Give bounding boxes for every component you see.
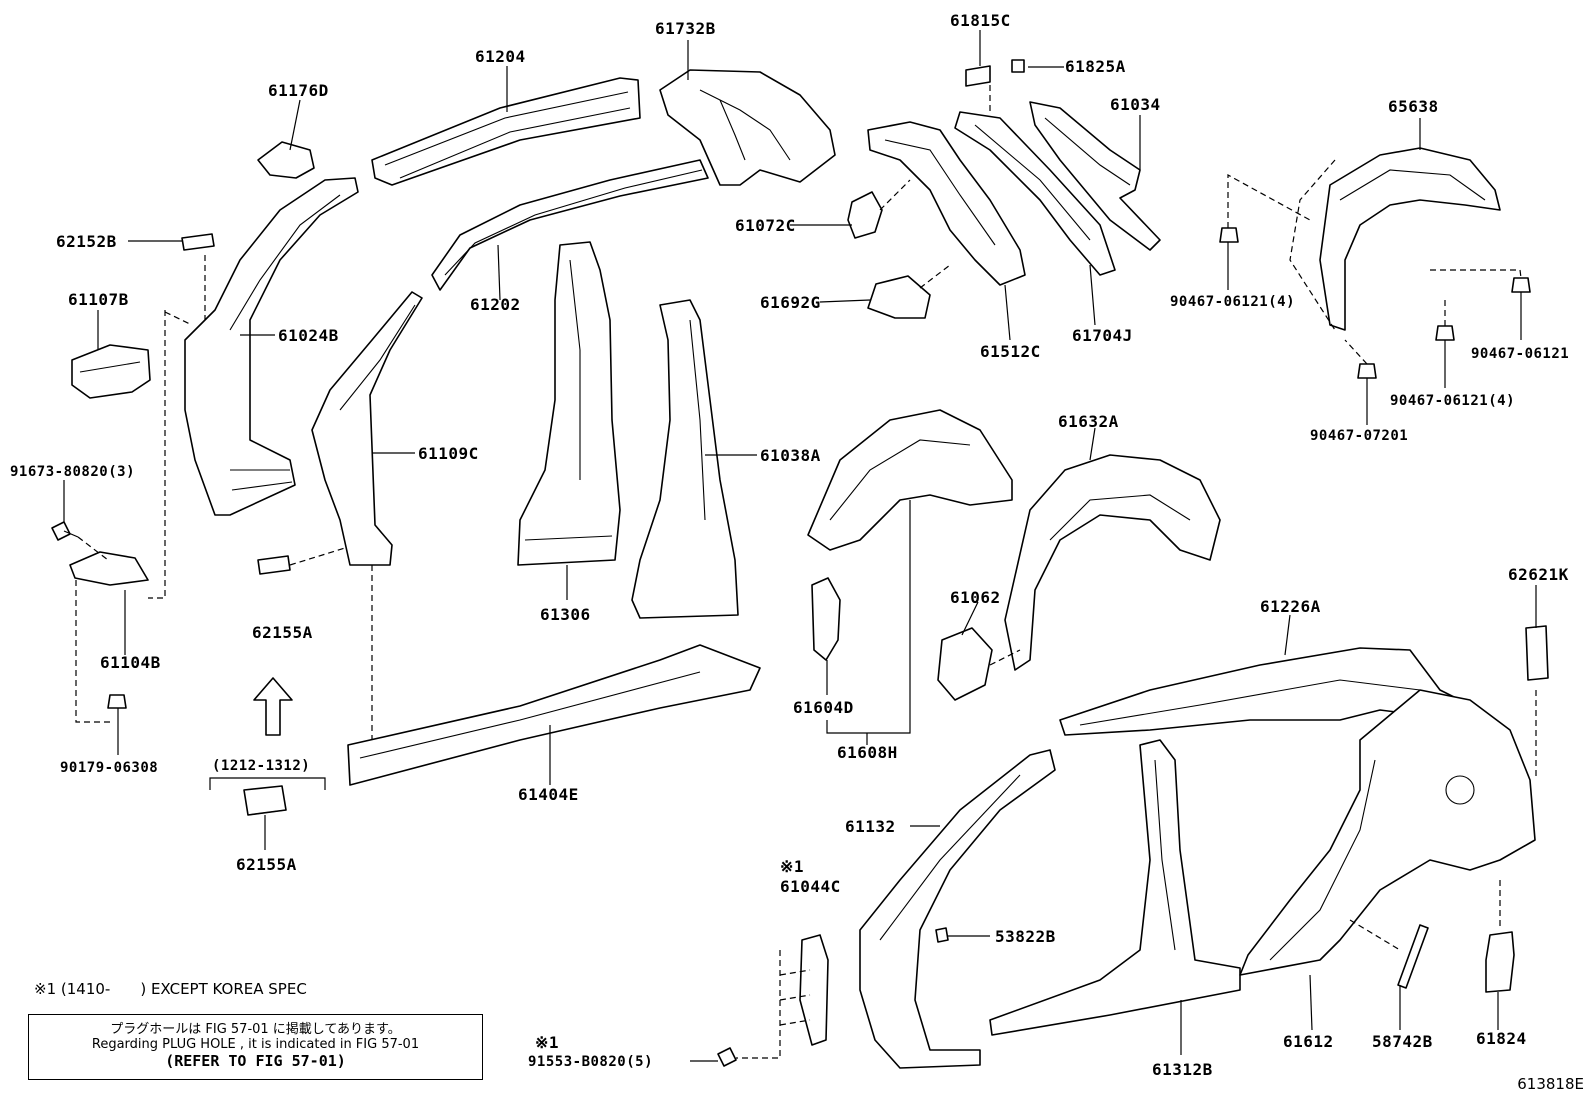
direction-arrow <box>253 677 293 736</box>
part-62621K <box>1525 625 1549 681</box>
label-61202: 61202 <box>470 295 521 314</box>
part-61632A <box>1004 454 1221 671</box>
label-61825A: 61825A <box>1065 57 1126 76</box>
label-61404E: 61404E <box>518 785 579 804</box>
label-61038A: 61038A <box>760 446 821 465</box>
label-61044C-mark: ※1 <box>780 857 804 876</box>
part-61825A <box>1011 59 1025 73</box>
clip-90467-06121-b <box>1511 277 1531 293</box>
part-61512C <box>867 121 1026 286</box>
plug-note-refer: (REFER TO FIG 57-01) <box>165 1052 346 1070</box>
label-61109C: 61109C <box>418 444 479 463</box>
part-61608H <box>807 409 1013 551</box>
part-61176D <box>257 141 315 179</box>
part-62155A-upper <box>257 555 291 575</box>
label-58742B: 58742B <box>1372 1032 1433 1051</box>
bolt-91553-B0820 <box>717 1047 737 1067</box>
part-61815C <box>965 65 991 87</box>
part-62152B <box>181 233 215 251</box>
label-61132: 61132 <box>845 817 896 836</box>
figure-number: 613818E <box>1517 1075 1584 1093</box>
part-53822B <box>935 927 949 943</box>
clip-90467-06121-a <box>1219 227 1239 243</box>
label-62155A-upper: 62155A <box>252 623 313 642</box>
label-61512C: 61512C <box>980 342 1041 361</box>
label-61312B: 61312B <box>1152 1060 1213 1079</box>
label-90467-06121: 90467-06121 <box>1471 346 1569 362</box>
leader-lines <box>63 30 1537 1062</box>
label-61204: 61204 <box>475 47 526 66</box>
part-61824 <box>1485 931 1515 993</box>
label-61815C: 61815C <box>950 11 1011 30</box>
label-61692G: 61692G <box>760 293 821 312</box>
label-61034: 61034 <box>1110 95 1161 114</box>
part-61306 <box>517 241 621 566</box>
label-61306: 61306 <box>540 605 591 624</box>
label-91673-80820: 91673-80820(3) <box>10 464 135 480</box>
part-61604D <box>811 577 841 661</box>
label-61612: 61612 <box>1283 1032 1334 1051</box>
label-61044C: 61044C <box>780 877 841 896</box>
part-62155A-lower <box>243 785 287 816</box>
part-61024B <box>184 177 359 516</box>
part-65638 <box>1289 147 1501 331</box>
label-61704J: 61704J <box>1072 326 1133 345</box>
bolt-91673-80820 <box>51 521 79 541</box>
label-90467-07201: 90467-07201 <box>1310 428 1408 444</box>
label-90467-06121-4a: 90467-06121(4) <box>1170 294 1295 310</box>
part-61044C <box>799 934 829 1046</box>
plug-hole-note-box: プラグホールは FIG 57-01 に掲載してあります。 Regarding P… <box>28 1014 483 1080</box>
part-61732B <box>659 69 836 186</box>
label-61226A: 61226A <box>1260 597 1321 616</box>
label-61176D: 61176D <box>268 81 329 100</box>
part-61312B <box>989 739 1241 1036</box>
label-65638: 65638 <box>1388 97 1439 116</box>
part-61104B <box>69 551 149 586</box>
part-61034 <box>1029 101 1161 251</box>
label-61632A: 61632A <box>1058 412 1119 431</box>
clip-90467-07201 <box>1357 363 1377 379</box>
part-61062 <box>937 627 993 701</box>
part-61109C <box>311 291 423 566</box>
label-61062: 61062 <box>950 588 1001 607</box>
label-61608H: 61608H <box>837 743 898 762</box>
part-61132 <box>859 749 1056 1069</box>
part-61202 <box>431 159 709 291</box>
label-91553-B0820: 91553-B0820(5) <box>528 1054 653 1070</box>
part-61404E <box>347 644 761 786</box>
label-91553-mark: ※1 <box>535 1033 559 1052</box>
clip-90179-06308 <box>107 694 127 709</box>
label-90179-06308: 90179-06308 <box>60 760 158 776</box>
dashed-reference-lines <box>75 85 1537 1059</box>
label-53822B: 53822B <box>995 927 1056 946</box>
part-61038A <box>631 299 739 619</box>
part-61704J <box>954 111 1116 276</box>
label-61824: 61824 <box>1476 1029 1527 1048</box>
plug-note-japanese: プラグホールは FIG 57-01 に掲載してあります。 <box>110 1022 401 1037</box>
label-61104B: 61104B <box>100 653 161 672</box>
part-61107B <box>71 344 151 399</box>
label-61024B: 61024B <box>278 326 339 345</box>
label-61732B: 61732B <box>655 19 716 38</box>
label-1212-1312: (1212-1312) <box>212 758 310 774</box>
part-61692G <box>867 275 931 319</box>
label-61072C: 61072C <box>735 216 796 235</box>
part-61204 <box>371 77 641 186</box>
part-61072C <box>847 191 883 239</box>
clip-90467-06121-c <box>1435 325 1455 341</box>
spec-note: ※1 (1410- ) EXCEPT KOREA SPEC <box>34 980 307 998</box>
part-labels: 61204 61732B 61815C 61825A 61034 65638 6… <box>10 11 1569 1079</box>
label-61604D: 61604D <box>793 698 854 717</box>
label-62152B: 62152B <box>56 232 117 251</box>
plug-note-english: Regarding PLUG HOLE , it is indicated in… <box>91 1037 420 1052</box>
label-90467-06121-4b: 90467-06121(4) <box>1390 393 1515 409</box>
part-61612 <box>1239 689 1536 976</box>
part-58742B <box>1397 924 1429 989</box>
label-61107B: 61107B <box>68 290 129 309</box>
label-62155A-lower: 62155A <box>236 855 297 874</box>
label-62621K: 62621K <box>1508 565 1569 584</box>
